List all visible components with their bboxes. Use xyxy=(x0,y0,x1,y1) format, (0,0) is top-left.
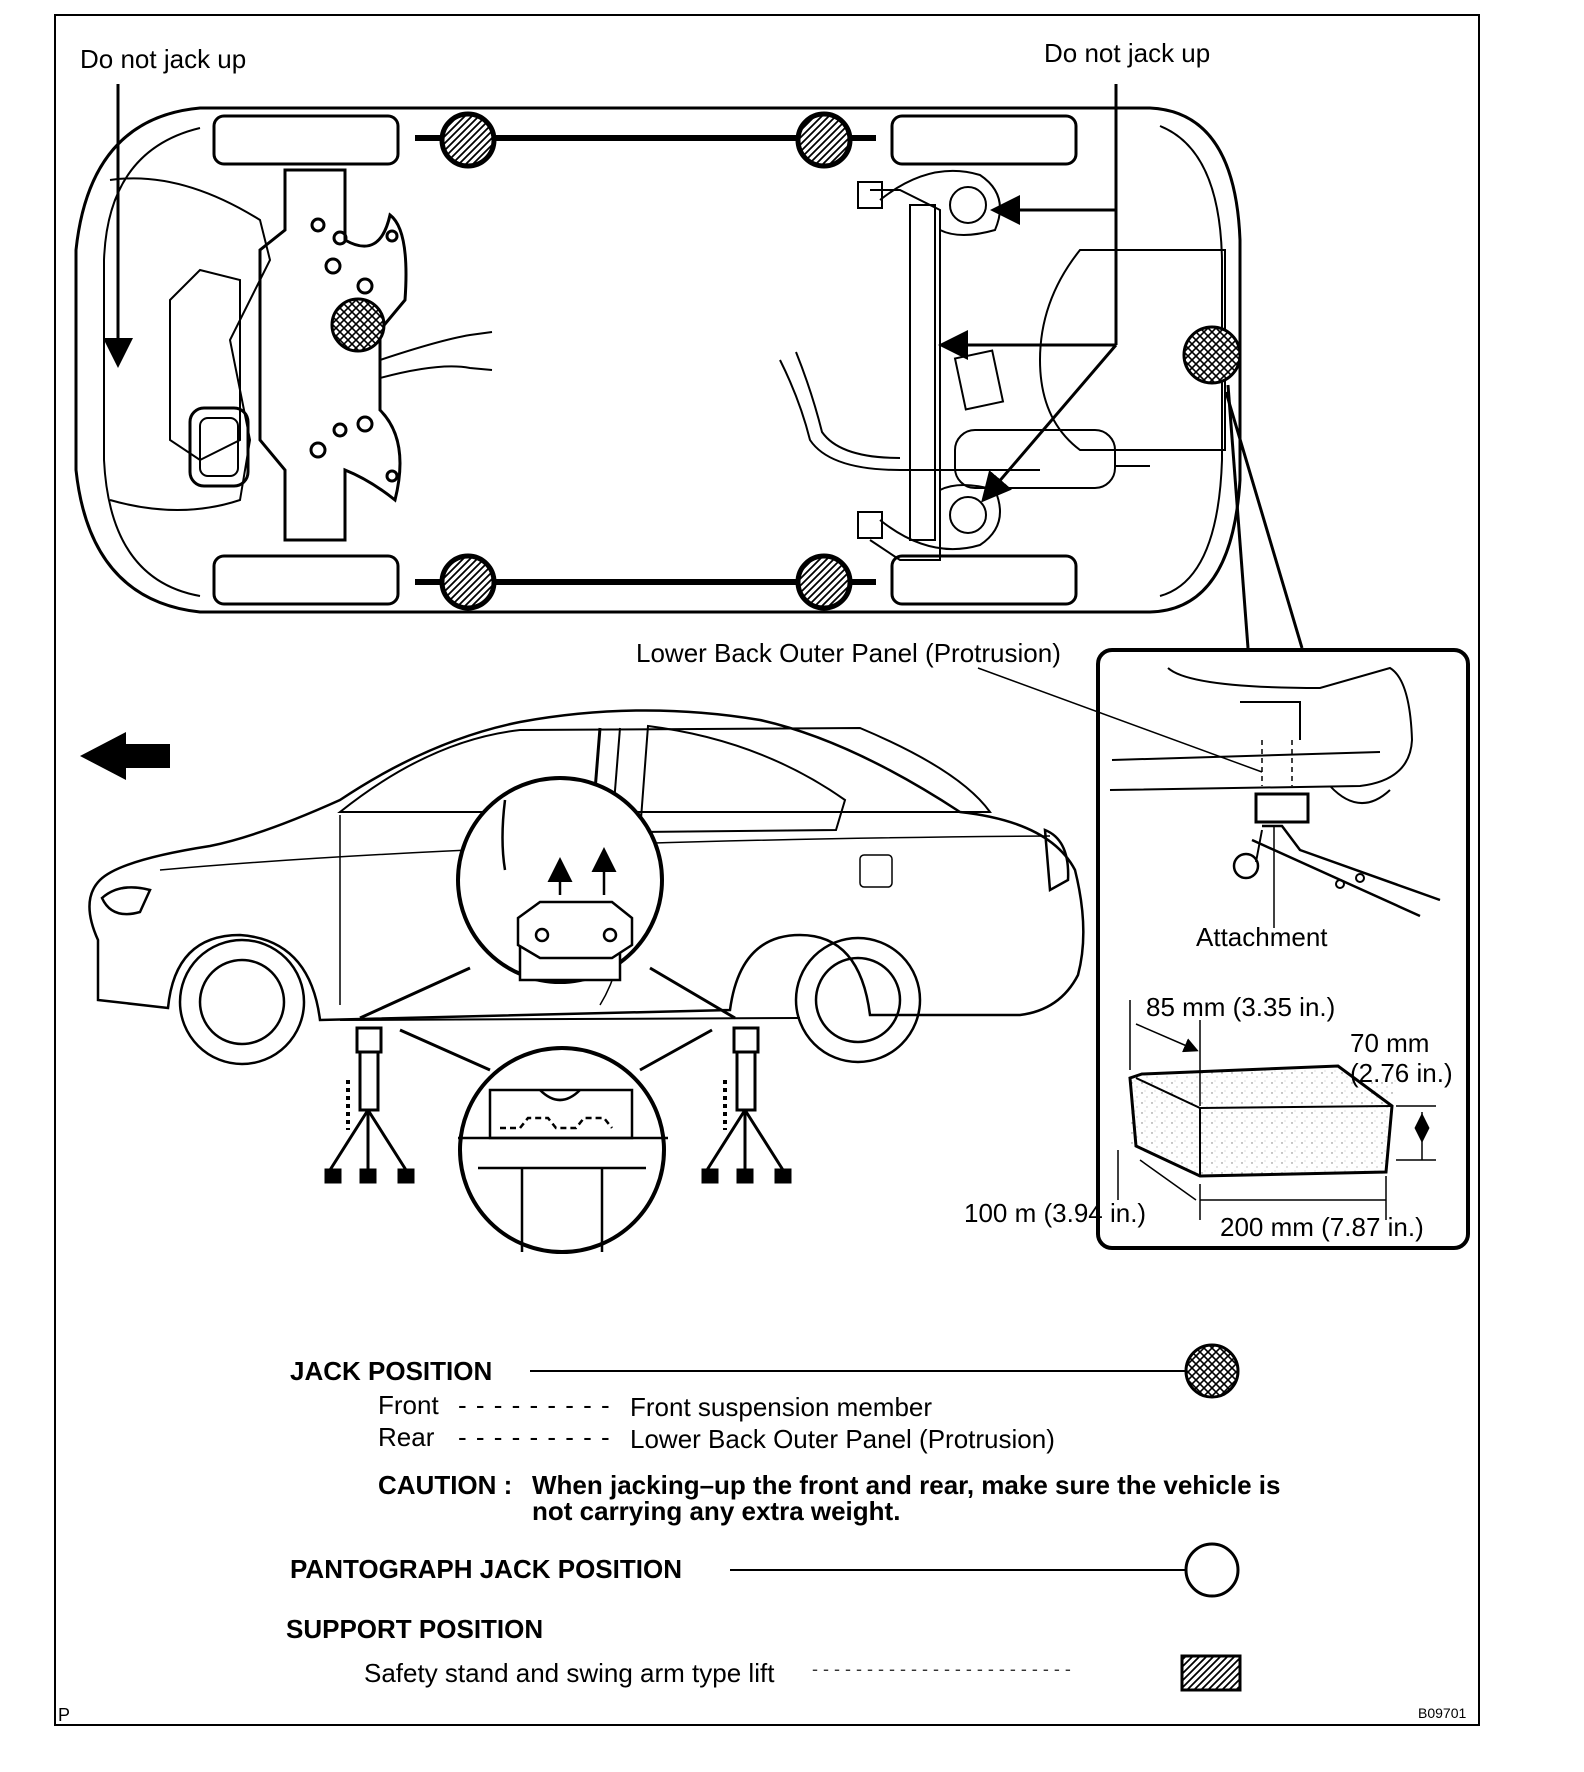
legend-pantograph-symbol xyxy=(1184,1542,1240,1598)
support-marker-front-right xyxy=(439,553,497,611)
support-marker-rear-right xyxy=(795,553,853,611)
dim-85-label: 85 mm (3.35 in.) xyxy=(1146,992,1336,1022)
front-left-wheel xyxy=(212,114,400,166)
caution-line-2: not carrying any extra weight. xyxy=(532,1496,901,1526)
rear-left-wheel xyxy=(890,114,1078,166)
legend-support-title: SUPPORT POSITION xyxy=(286,1614,544,1644)
legend-rear-value: Lower Back Outer Panel (Protrusion) xyxy=(630,1424,1055,1454)
legend-rear-label: Rear xyxy=(378,1422,435,1452)
front-direction-arrow xyxy=(80,732,170,780)
legend-front-label: Front xyxy=(378,1390,439,1420)
do-not-jack-label-right: Do not jack up xyxy=(1044,38,1211,68)
corner-mark-left: P xyxy=(58,1705,71,1725)
side-front-wheel xyxy=(178,938,306,1066)
legend-safety-dashes: - - - - - - - - - - - - - - - - - - - - … xyxy=(812,1659,1071,1679)
side-view-car xyxy=(88,709,1085,1066)
support-point-zoom xyxy=(399,1028,713,1254)
caution-label: CAUTION : xyxy=(378,1470,513,1500)
dim-200-label: 200 mm (7.87 in.) xyxy=(1220,1212,1424,1242)
rear-callout-label: Lower Back Outer Panel (Protrusion) xyxy=(636,638,1061,668)
caution-line-1: When jacking–up the front and rear, make… xyxy=(532,1470,1281,1500)
jack-marker-front xyxy=(330,297,386,353)
do-not-jack-label-left: Do not jack up xyxy=(80,44,247,74)
legend-jack-position-title: JACK POSITION xyxy=(290,1356,493,1386)
side-rear-wheel xyxy=(794,936,922,1064)
legend-graphics xyxy=(530,1343,1242,1692)
do-not-jack-arrows xyxy=(103,84,1118,503)
legend-jack-symbol xyxy=(1184,1343,1240,1399)
figure-code: B09701 xyxy=(1418,1705,1467,1721)
dim-70-in-label: (2.76 in.) xyxy=(1350,1058,1453,1088)
safety-stand-rear xyxy=(701,1026,792,1184)
legend-support-symbol xyxy=(1180,1654,1242,1692)
top-view-underbody xyxy=(74,106,1242,614)
legend-safety-stand-label: Safety stand and swing arm type lift xyxy=(364,1658,775,1688)
legend-front-dashes: - - - - - - - - - xyxy=(458,1390,611,1420)
front-right-wheel xyxy=(212,554,400,606)
diagram-frame xyxy=(54,14,1480,1726)
jack-marker-rear xyxy=(1182,325,1242,385)
support-marker-rear-left xyxy=(795,111,853,169)
rear-jack-inset xyxy=(1096,648,1470,1250)
attachment-label: Attachment xyxy=(1196,922,1328,952)
support-marker-front-left xyxy=(439,111,497,169)
legend-front-value: Front suspension member xyxy=(630,1392,933,1422)
safety-stand-front xyxy=(324,1026,415,1184)
jack-point-zoom xyxy=(359,776,736,1020)
legend-pantograph-title: PANTOGRAPH JACK POSITION xyxy=(290,1554,682,1584)
legend-rear-dashes: - - - - - - - - - xyxy=(458,1422,611,1452)
rear-right-wheel xyxy=(890,554,1078,606)
dim-70-label: 70 mm xyxy=(1350,1028,1430,1058)
dim-100-label: 100 m (3.94 in.) xyxy=(964,1198,1147,1228)
